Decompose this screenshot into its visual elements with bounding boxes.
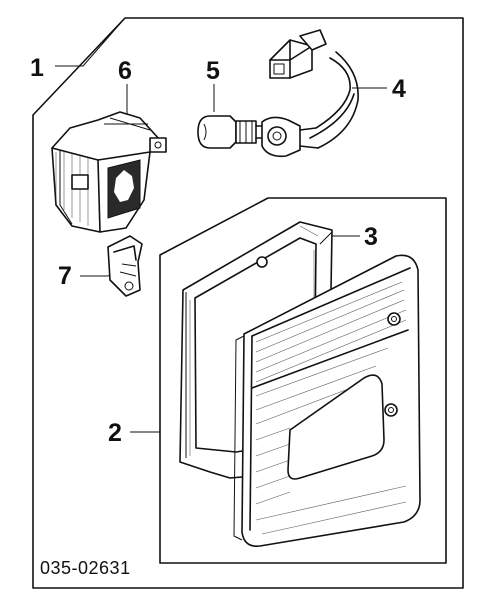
part-code-label: 035-02631 [40, 558, 131, 578]
callout-4: 4 [392, 75, 406, 103]
socket-housing-part [51, 111, 167, 233]
leader-lines [55, 17, 387, 433]
callout-7: 7 [58, 262, 72, 290]
assembly-outline [32, 17, 464, 589]
callout-2: 2 [108, 419, 122, 447]
bulb-part [197, 115, 263, 149]
lens-part [233, 254, 421, 548]
wire-harness-part [261, 29, 359, 158]
callout-3: 3 [364, 223, 378, 251]
lens-unit-outline [159, 197, 447, 564]
callout-6: 6 [118, 57, 132, 85]
callout-5: 5 [206, 57, 220, 85]
callout-1: 1 [30, 54, 44, 82]
clip-part [107, 235, 143, 297]
